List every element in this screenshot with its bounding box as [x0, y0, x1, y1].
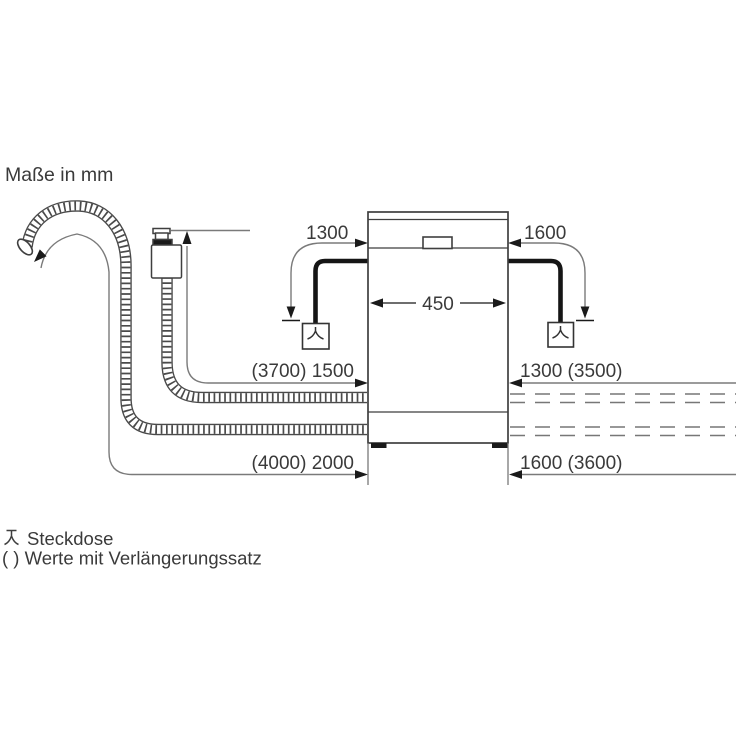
connector-cap — [154, 232, 169, 241]
label-inlet-hose-right: 1300 (3500) — [520, 361, 622, 382]
drain-hose-end-cap — [16, 238, 34, 256]
right-drain-dimension — [509, 470, 736, 479]
steckdose-plug-icon — [552, 326, 569, 339]
arrow-down-icon — [580, 306, 590, 319]
right-socket — [547, 321, 575, 348]
dashed-hose-extensions — [510, 393, 736, 437]
dishwasher-outline — [367, 211, 509, 444]
label-drain-hose-left: (4000) 2000 — [252, 453, 354, 474]
drain-hose — [16, 200, 367, 436]
arrow-left-icon — [509, 470, 522, 479]
arrow-left-icon — [508, 238, 521, 248]
power-cable-left — [313, 258, 368, 324]
foot-left — [371, 443, 387, 448]
arrow-right-icon — [355, 238, 368, 248]
left-socket — [301, 322, 330, 350]
connector-body — [150, 244, 183, 279]
arrow-right-icon — [355, 470, 368, 479]
legend-extension-note: ( ) Werte mit Verlängerungssatz — [2, 548, 262, 569]
page-title: Maße in mm — [5, 164, 113, 186]
appliance-width-dimension — [370, 298, 506, 308]
cable-right-dimension-leader — [508, 238, 594, 322]
label-cable-right: 1600 — [524, 223, 566, 244]
foot-right — [492, 443, 508, 448]
arrow-left-icon — [370, 298, 383, 308]
aquastop-connector — [150, 227, 183, 279]
steckdose-plug-icon — [4, 529, 19, 546]
arrow-up-icon — [182, 231, 192, 244]
steckdose-plug-icon — [307, 327, 324, 340]
arrow-right-icon — [355, 378, 368, 388]
inlet-hose — [161, 277, 367, 404]
label-drain-hose-right: 1600 (3600) — [520, 453, 622, 474]
arrow-right-icon — [493, 298, 506, 308]
arrow-left-icon — [509, 378, 522, 388]
legend-socket-label: Steckdose — [27, 528, 113, 549]
cable-left-dimension-leader — [282, 238, 368, 322]
inlet-hose-dimension-leader — [182, 231, 368, 388]
door-handle — [422, 236, 453, 250]
label-cable-left: 1300 — [306, 223, 348, 244]
legend: Steckdose ( ) Werte mit Verlängerungssat… — [2, 528, 262, 569]
right-inlet-dimension — [509, 378, 736, 388]
arrow-down-left-icon — [34, 249, 47, 262]
dishwasher — [367, 211, 509, 448]
label-appliance-width: 450 — [422, 294, 454, 315]
label-inlet-hose-left: (3700) 1500 — [252, 361, 354, 382]
arrow-down-icon — [286, 306, 296, 319]
power-cable-right — [508, 258, 563, 323]
drain-hose-dimension-leader — [34, 233, 368, 479]
